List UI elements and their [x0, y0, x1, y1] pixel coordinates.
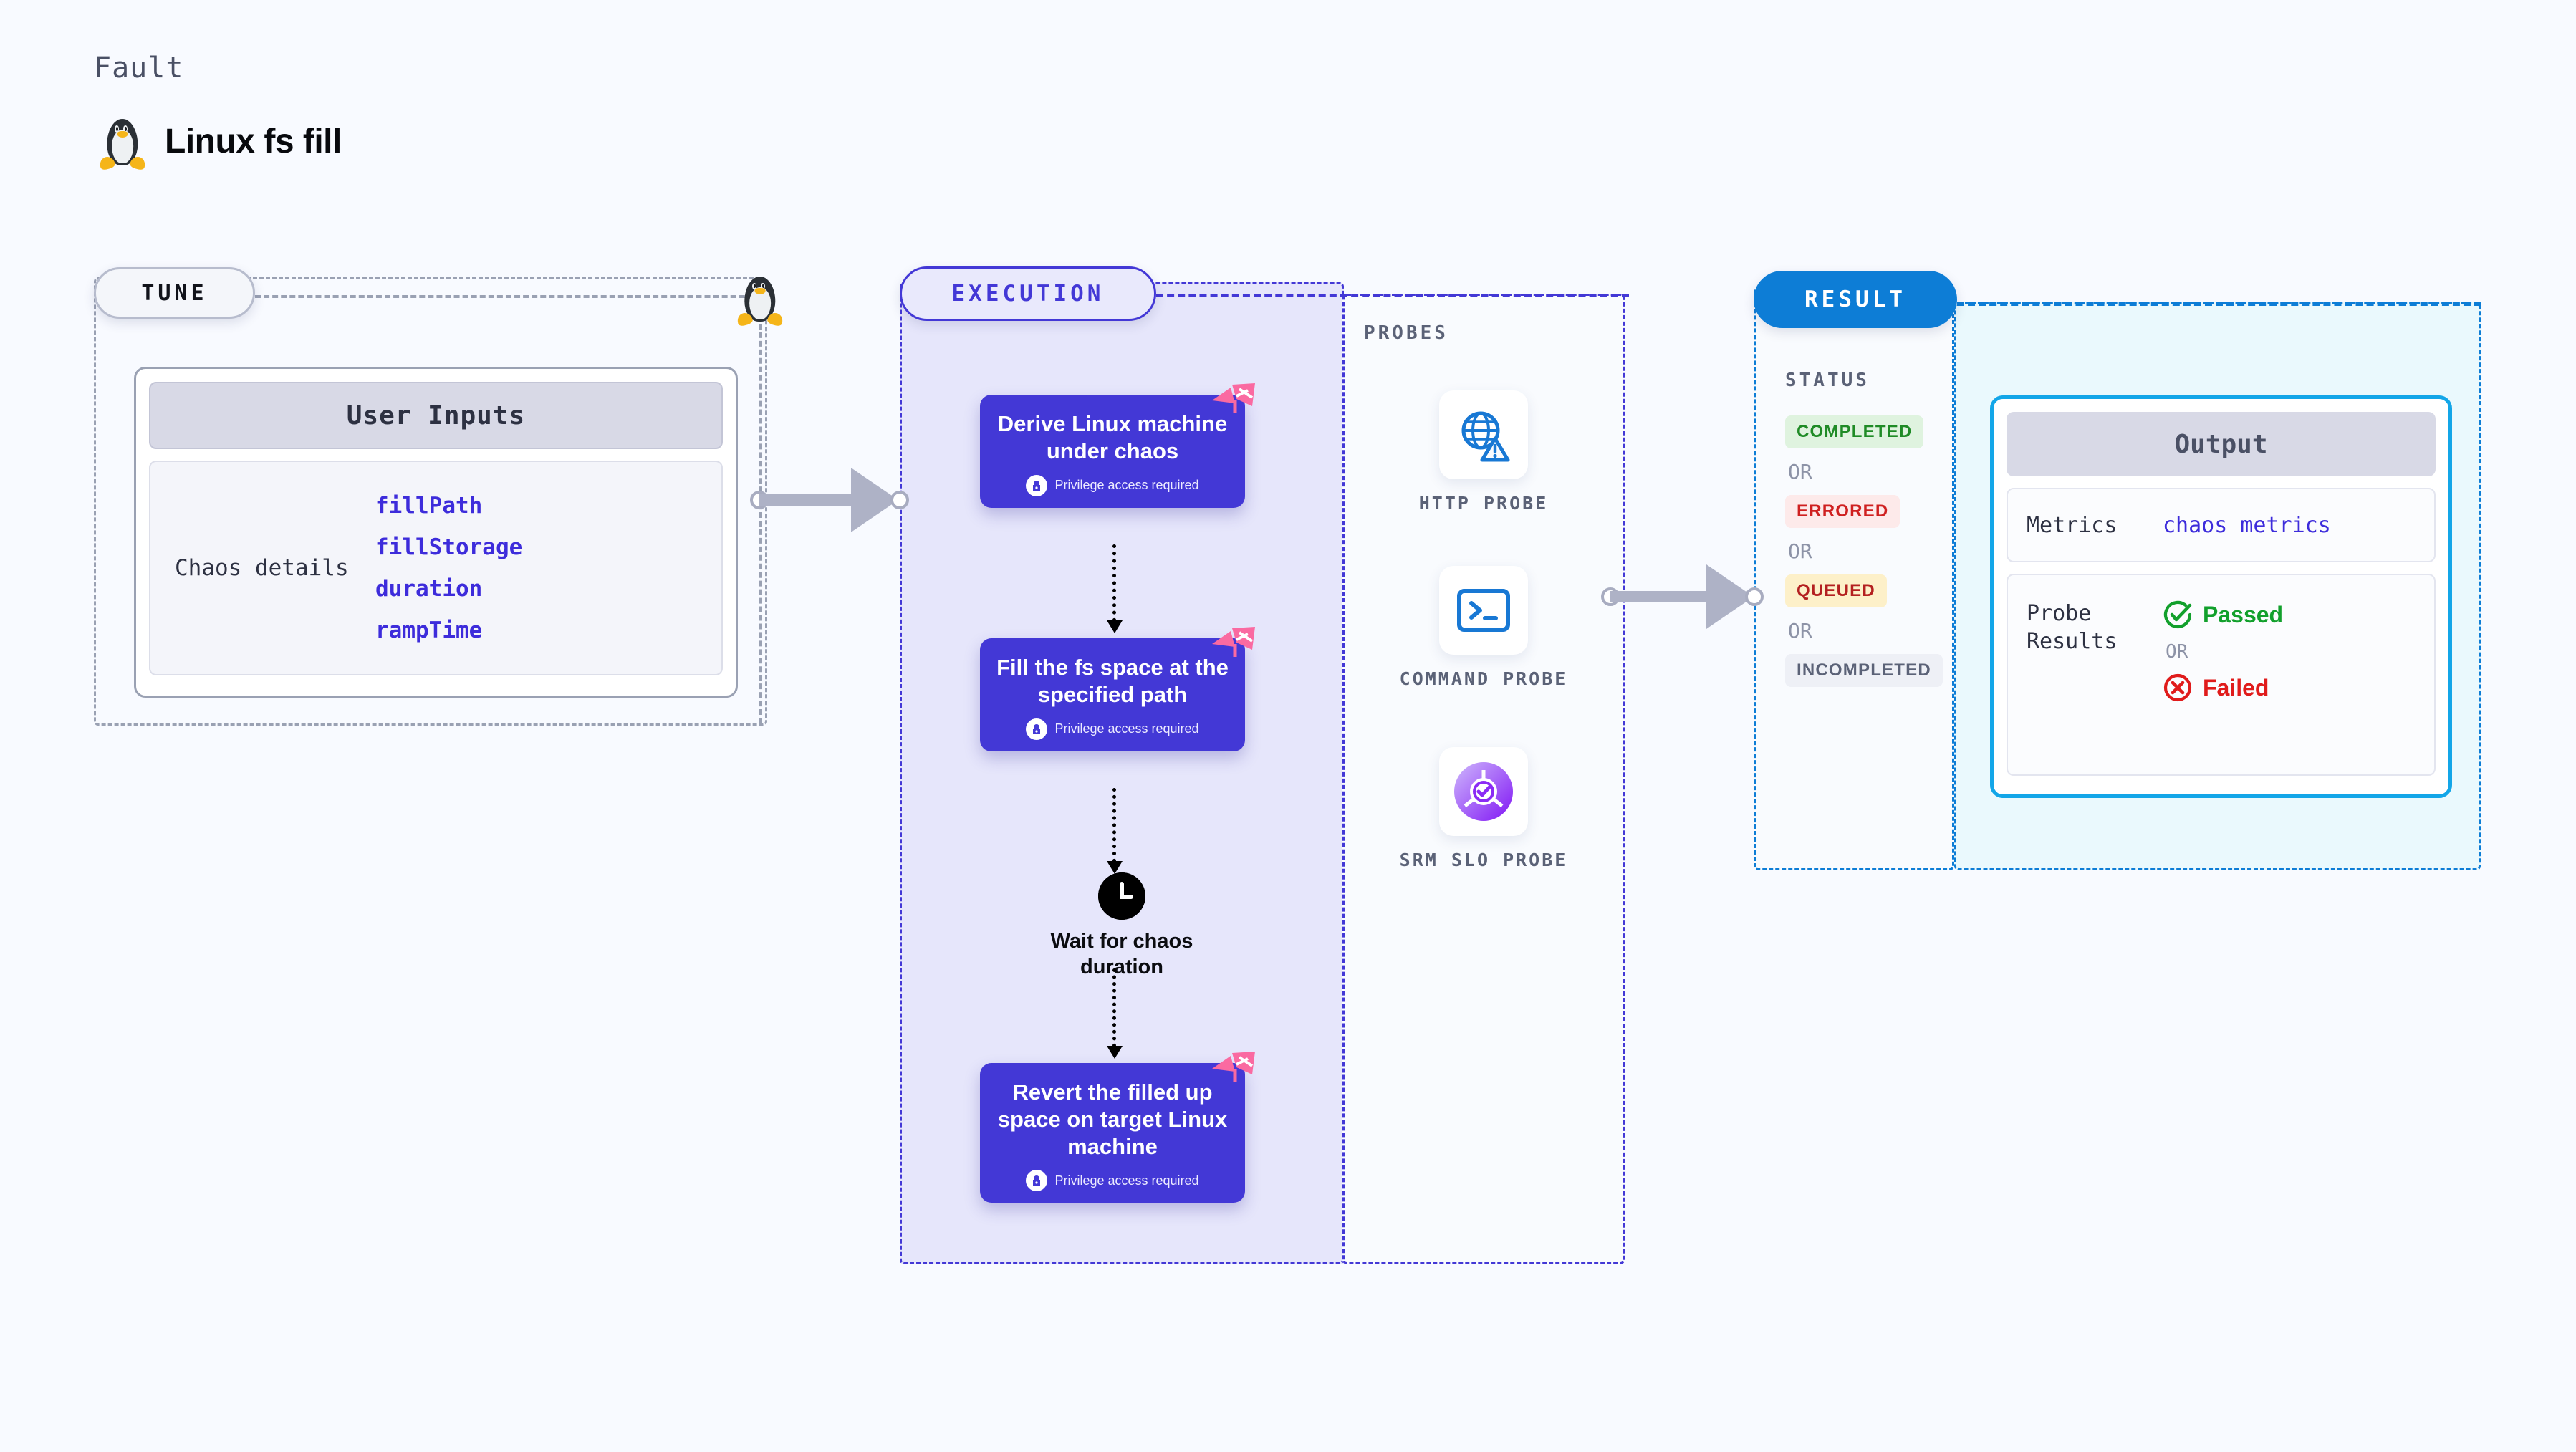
status-badge-incompleted: INCOMPLETED [1785, 654, 1943, 687]
execution-step-2-note-text: Privilege access required [1054, 721, 1199, 736]
execution-step-1-title: Derive Linux machine under chaos [997, 411, 1228, 463]
wait-label: Wait for chaos duration [1050, 930, 1193, 979]
execution-step-2-note: Privilege access required [993, 718, 1232, 740]
param-fillpath[interactable]: fillPath [375, 493, 483, 519]
execution-step-1-note: Privilege access required [993, 474, 1232, 496]
result-stage-pill[interactable]: RESULT [1754, 271, 1957, 328]
status-title: STATUS [1785, 370, 1870, 391]
probe-result-or: OR [2166, 641, 2188, 663]
linux-tux-icon [97, 113, 148, 171]
chaos-details-label: Chaos details [175, 555, 349, 581]
x-circle-icon [2163, 673, 2192, 702]
execution-step-3-note: Privilege access required [993, 1170, 1232, 1192]
probe-command-label: COMMAND PROBE [1399, 668, 1568, 689]
user-inputs-heading: User Inputs [149, 382, 723, 449]
status-or-1: OR [1788, 460, 1812, 484]
status-badge-completed: COMPLETED [1785, 415, 1924, 448]
execution-arrow-2 [1107, 788, 1123, 874]
pink-ribbon-icon [1212, 627, 1255, 657]
execution-step-1-note-text: Privilege access required [1054, 478, 1199, 493]
probes-section-label: PROBES [1364, 322, 1448, 344]
execution-stage-pill[interactable]: EXECUTION [900, 266, 1156, 321]
execution-step-1[interactable]: Derive Linux machine under chaos Privile… [980, 383, 1255, 508]
output-card: Output Metrics chaos metrics Probe Resul… [1990, 395, 2452, 798]
probe-command[interactable]: COMMAND PROBE [1390, 566, 1577, 691]
donut-check-icon [1439, 747, 1528, 836]
execution-arrow-1 [1107, 544, 1123, 633]
lock-icon [1026, 718, 1048, 740]
page-title: Linux fs fill [97, 113, 342, 171]
page-title-text: Linux fs fill [165, 122, 342, 160]
execution-step-3-note-text: Privilege access required [1054, 1173, 1199, 1188]
execution-dashed-line [1156, 294, 1629, 297]
lock-icon [1026, 1170, 1048, 1192]
probe-srm-slo-label: SRM SLO PROBE [1399, 850, 1568, 870]
chaos-details-params: fillPath fillStorage duration rampTime [375, 493, 522, 643]
status-badge-queued: QUEUED [1785, 574, 1887, 607]
fault-kicker: Fault [94, 52, 184, 85]
output-heading: Output [2007, 412, 2436, 476]
execution-step-3-title: Revert the filled up space on target Lin… [997, 1080, 1228, 1159]
param-ramptime[interactable]: rampTime [375, 617, 483, 643]
param-fillstorage[interactable]: fillStorage [375, 534, 523, 560]
execution-arrow-3 [1107, 968, 1123, 1059]
globe-warning-icon [1439, 390, 1528, 479]
probe-result-failed: Failed [2163, 673, 2283, 703]
pink-ribbon-icon [1212, 383, 1255, 413]
linux-tux-marker-icon [735, 271, 785, 327]
output-probe-results-values: Passed OR Failed [2163, 600, 2283, 703]
status-badge-errored: ERRORED [1785, 495, 1900, 528]
chaos-details-row: Chaos details fillPath fillStorage durat… [149, 461, 723, 675]
execution-step-2-title: Fill the fs space at the specified path [996, 655, 1229, 707]
execution-step-3[interactable]: Revert the filled up space on target Lin… [980, 1052, 1255, 1203]
wait-for-chaos-duration: Wait for chaos duration [1042, 872, 1201, 981]
probe-result-passed-label: Passed [2203, 601, 2284, 628]
check-circle-icon [2163, 600, 2192, 629]
user-inputs-card: User Inputs Chaos details fillPath fillS… [134, 367, 738, 698]
pink-ribbon-icon [1212, 1052, 1255, 1082]
clock-icon [1098, 872, 1145, 920]
tune-vertical-divider [759, 315, 762, 723]
output-metrics-value[interactable]: chaos metrics [2163, 512, 2331, 538]
status-or-2: OR [1788, 539, 1812, 563]
probe-http[interactable]: HTTP PROBE [1390, 390, 1577, 516]
output-probe-results-row: Probe Results Passed OR Failed [2007, 574, 2436, 776]
tune-stage-pill[interactable]: TUNE [94, 267, 255, 319]
status-list: COMPLETED OR ERRORED OR QUEUED OR INCOMP… [1785, 415, 1943, 687]
output-metrics-row: Metrics chaos metrics [2007, 488, 2436, 562]
terminal-prompt-icon [1439, 566, 1528, 655]
lock-icon [1026, 474, 1048, 496]
param-duration[interactable]: duration [375, 576, 483, 602]
probe-result-failed-label: Failed [2203, 674, 2269, 701]
execution-step-2[interactable]: Fill the fs space at the specified path … [980, 627, 1255, 751]
tune-dashed-line [255, 295, 771, 298]
result-dashed-line [1957, 302, 2481, 306]
probe-http-label: HTTP PROBE [1418, 493, 1549, 514]
output-probe-results-key: Probe Results [2027, 601, 2118, 654]
output-metrics-key: Metrics [2027, 512, 2118, 538]
status-or-3: OR [1788, 619, 1812, 643]
probe-result-passed: Passed [2163, 600, 2283, 630]
probe-srm-slo[interactable]: SRM SLO PROBE [1390, 747, 1577, 872]
